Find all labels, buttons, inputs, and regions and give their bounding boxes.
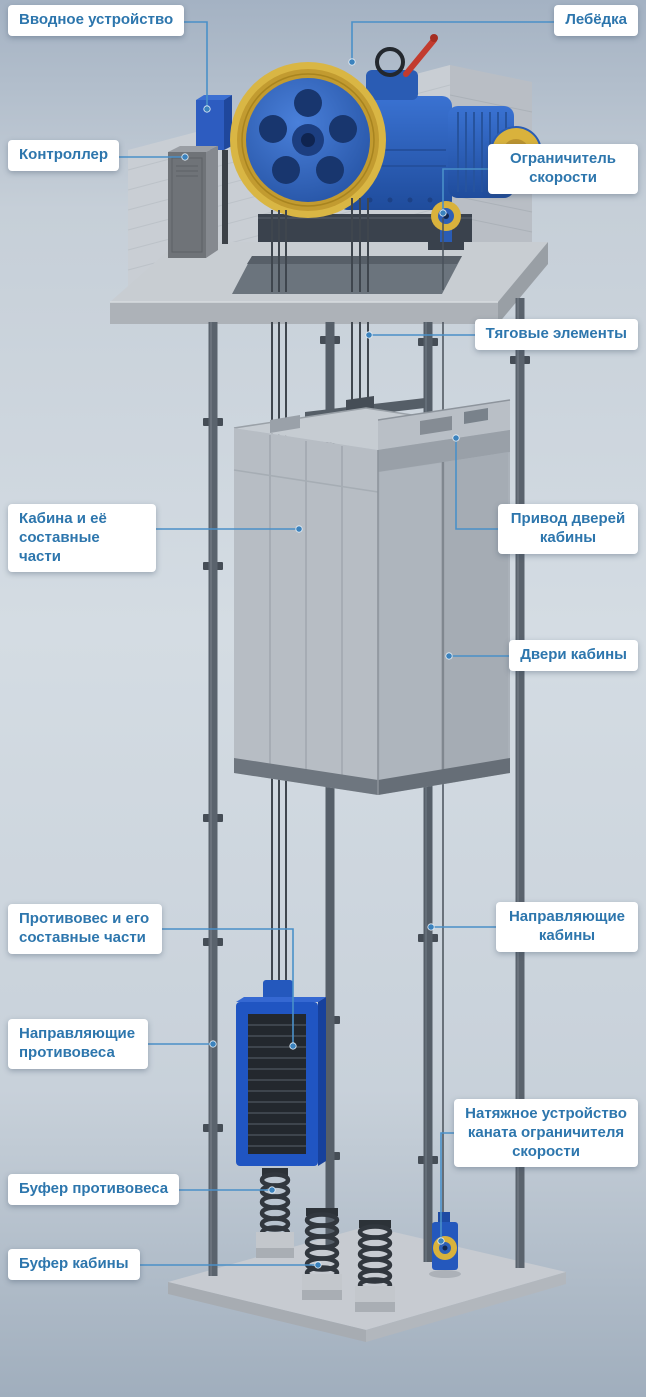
leader-dot-counterweight-buffer bbox=[268, 1186, 276, 1194]
leader-dot-traction-elements bbox=[365, 331, 373, 339]
leader-winch bbox=[351, 21, 558, 59]
brake-lever bbox=[403, 37, 437, 77]
label-counterweight-buffer: Буфер противовеса bbox=[8, 1174, 180, 1205]
leader-lines bbox=[100, 21, 558, 1266]
leader-dot-winch bbox=[348, 58, 356, 66]
label-cabin: Кабина и её составные части bbox=[8, 504, 156, 573]
label-governor-rope-tensioner: Натяжное устройство каната ограничителя … bbox=[454, 1099, 638, 1168]
cabin bbox=[233, 396, 511, 795]
cabin-guide-rail-outer bbox=[515, 298, 525, 1268]
machine-floor-slab bbox=[110, 242, 548, 324]
label-cabin-doors: Двери кабины bbox=[509, 640, 638, 671]
leader-dot-cabin-doors bbox=[445, 652, 453, 660]
controller-cabinet bbox=[168, 146, 218, 258]
leader-dot-counterweight-guides bbox=[209, 1040, 217, 1048]
counterweight-buffer bbox=[256, 1168, 294, 1258]
cabin-buffers bbox=[302, 1208, 395, 1312]
traction-sheave bbox=[230, 62, 386, 218]
cabin-door-left bbox=[380, 463, 441, 794]
leader-dot-counterweight bbox=[289, 1042, 297, 1050]
brake-handwheel bbox=[375, 47, 405, 77]
label-winch: Лебёдка bbox=[554, 5, 638, 36]
cabin-door-right bbox=[445, 452, 508, 784]
label-cabin-door-drive: Привод дверей кабины bbox=[498, 504, 638, 554]
leader-dot-speed-governor bbox=[439, 209, 447, 217]
label-traction-elements: Тяговые элементы bbox=[474, 319, 638, 350]
label-cabin-guides: Направляющие кабины bbox=[496, 902, 638, 952]
label-counterweight-guides: Направляющие противовеса bbox=[8, 1019, 148, 1069]
counterweight-fillers bbox=[248, 1014, 306, 1154]
cabin-guide-rail-inner bbox=[423, 322, 433, 1262]
slab-opening bbox=[232, 256, 462, 294]
leader-dot-cabin-buffer bbox=[314, 1261, 322, 1269]
leader-dot-door-drive bbox=[452, 434, 460, 442]
label-cabin-buffer: Буфер кабины bbox=[8, 1249, 140, 1280]
leader-dot-controller bbox=[181, 153, 189, 161]
ropes-upper bbox=[271, 198, 444, 292]
leader-dots bbox=[181, 58, 460, 1269]
leader-dot-tension-device bbox=[437, 1237, 445, 1245]
label-counterweight: Противовес и его составные части bbox=[8, 904, 162, 954]
leader-dot-cabin-guides bbox=[427, 923, 435, 931]
leader-counterweight bbox=[142, 928, 294, 1043]
counterweight-guide-rail-left bbox=[208, 322, 218, 1276]
leader-dot-cabin bbox=[295, 525, 303, 533]
pit-floor bbox=[168, 1226, 566, 1342]
governor-rope-tension-device bbox=[429, 1212, 461, 1278]
leader-dot-input-device bbox=[203, 105, 211, 113]
label-speed-governor: Ограничитель скорости bbox=[488, 144, 638, 194]
counterweight bbox=[236, 980, 326, 1166]
label-controller: Контроллер bbox=[8, 140, 120, 171]
label-input-device: Вводное устройство bbox=[8, 5, 185, 36]
machine-bedplate bbox=[258, 214, 472, 242]
